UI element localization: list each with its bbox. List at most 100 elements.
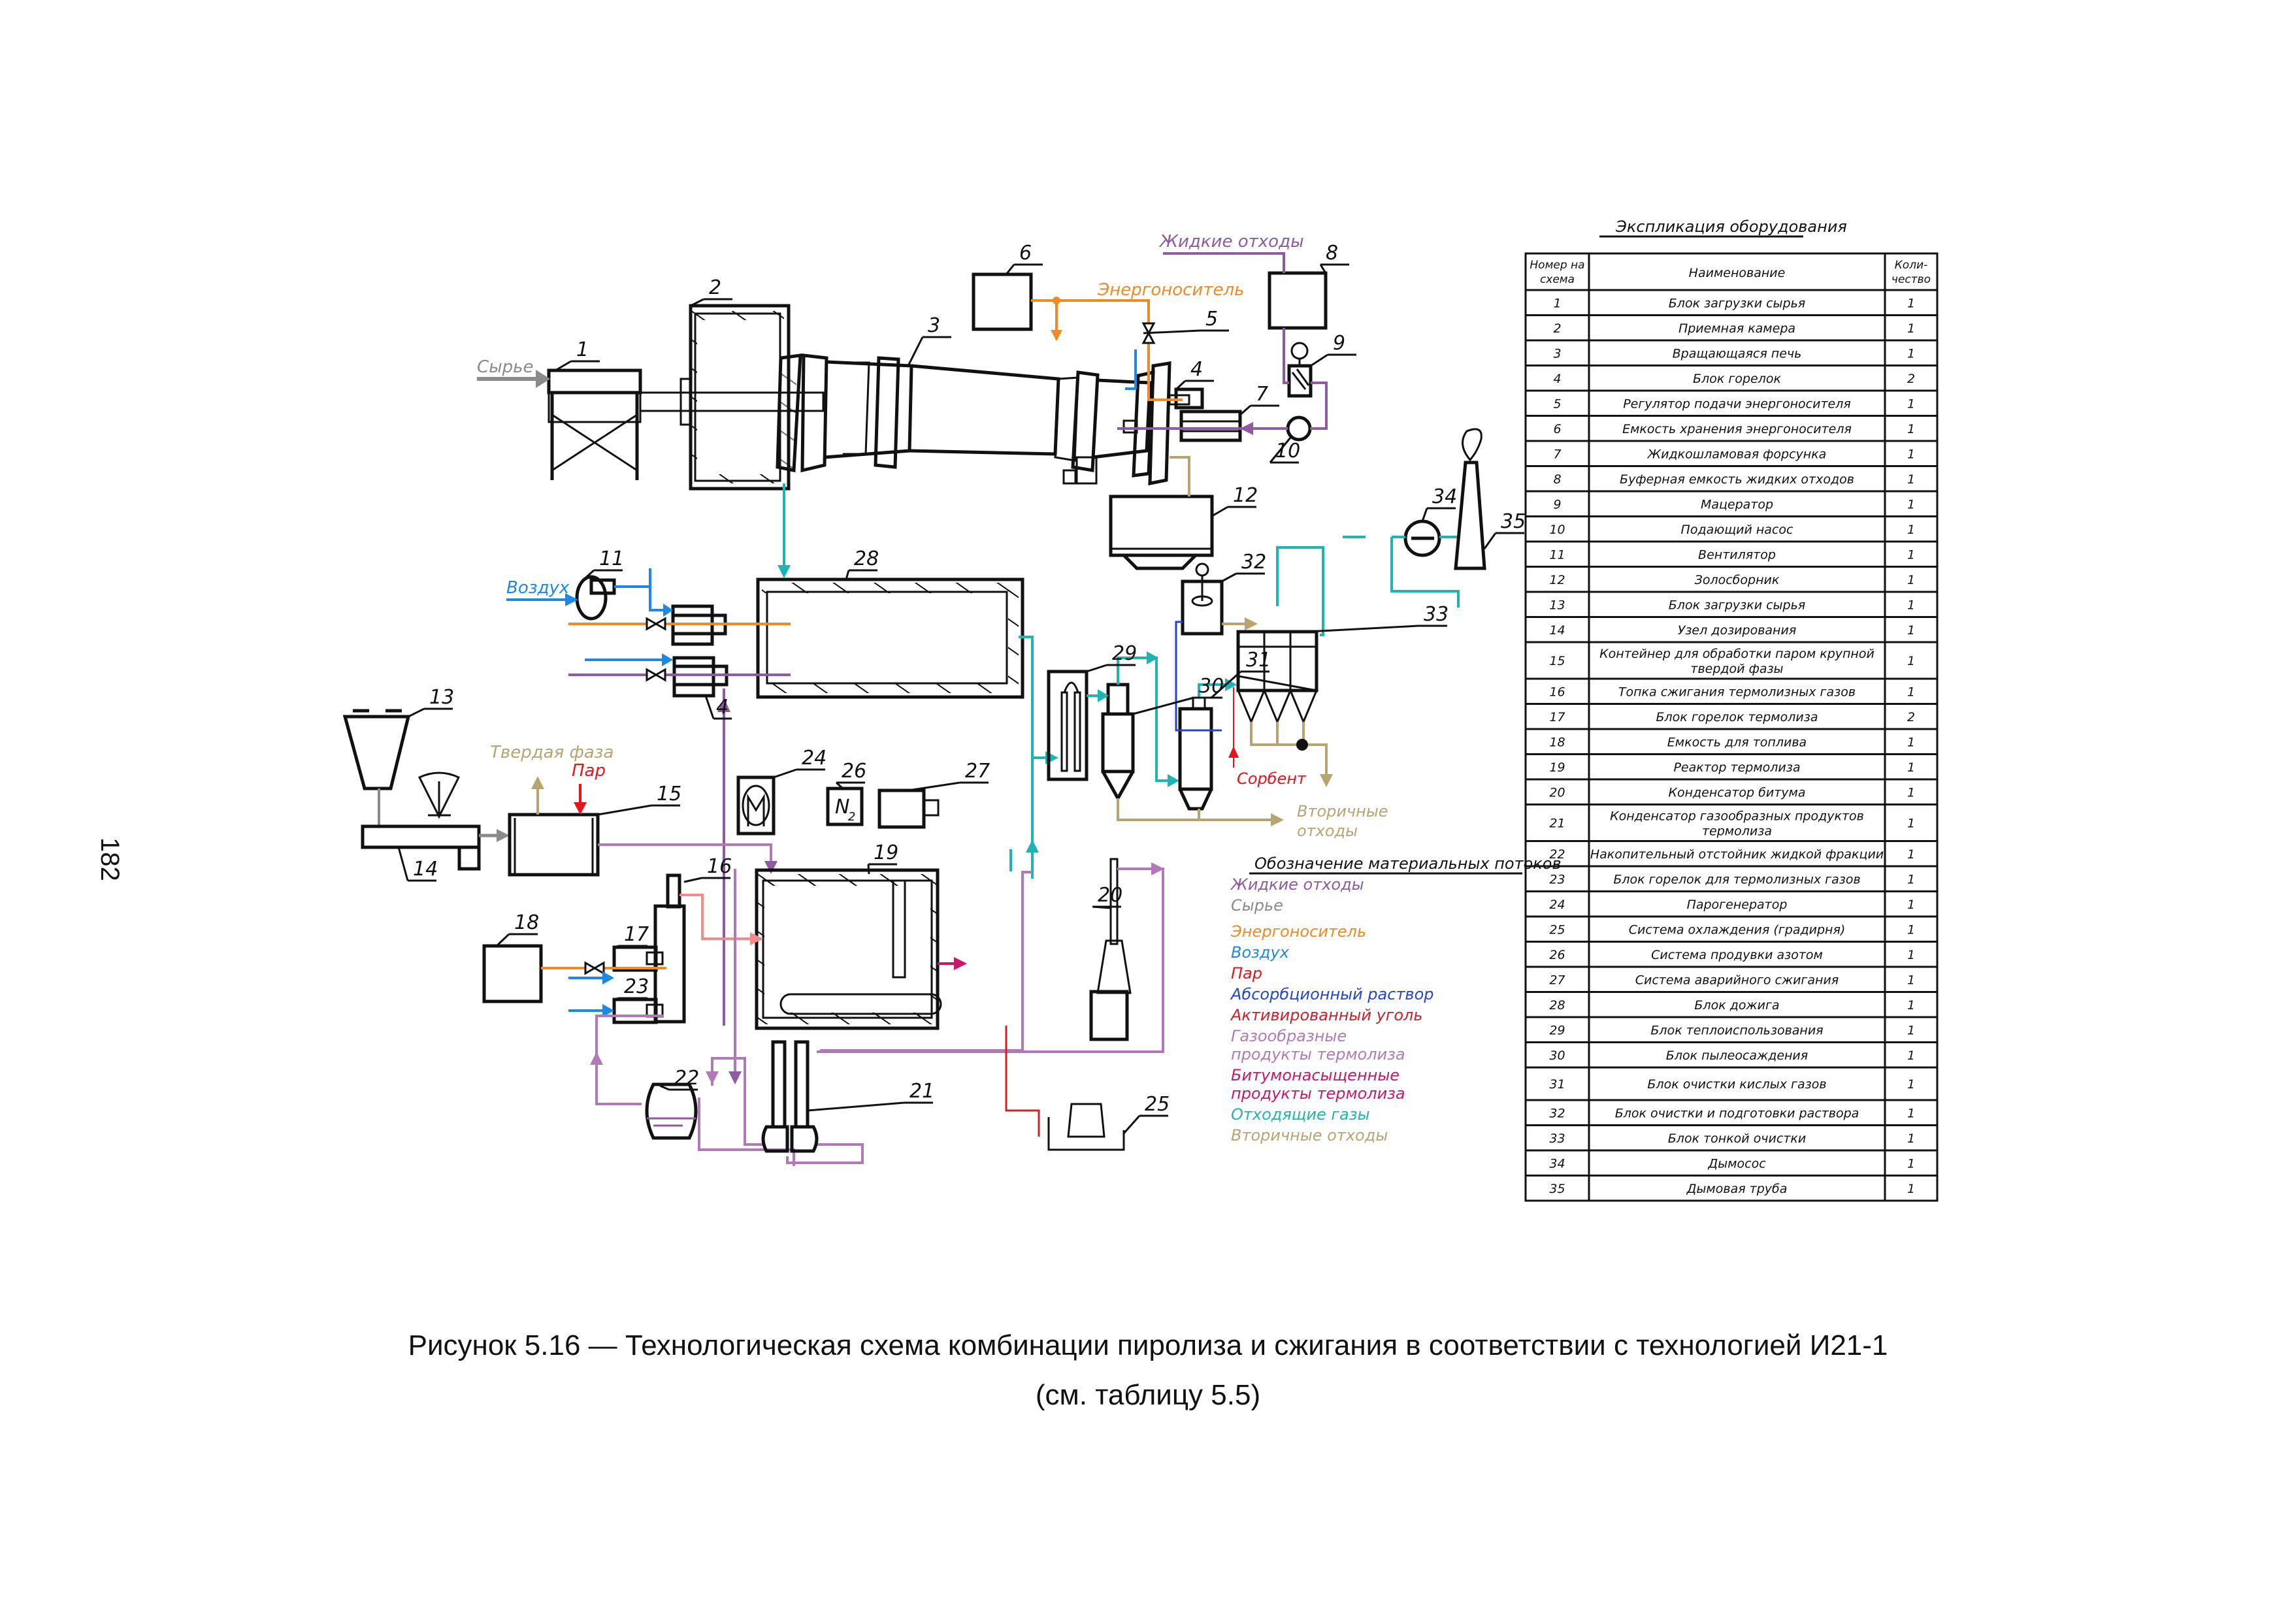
- svg-text:Подающий насос: Подающий насос: [1681, 523, 1793, 537]
- svg-text:7: 7: [1256, 383, 1268, 406]
- svg-text:1: 1: [1907, 922, 1915, 937]
- legend-item: Пар: [1231, 964, 1262, 983]
- svg-text:1: 1: [1907, 817, 1915, 831]
- svg-text:продукты термолиза: продукты термолиза: [1231, 1084, 1405, 1103]
- svg-text:31: 31: [1246, 649, 1271, 672]
- unit-6-energy-storage: [972, 272, 1033, 331]
- svg-text:1: 1: [1907, 623, 1915, 638]
- svg-text:схема: схема: [1540, 273, 1575, 286]
- legend-item: Активированный уголь: [1230, 1006, 1423, 1024]
- unit-23-gas-burners: [612, 998, 664, 1024]
- svg-text:1: 1: [1907, 1106, 1915, 1120]
- svg-text:26: 26: [1549, 948, 1565, 962]
- svg-text:1: 1: [1907, 1182, 1915, 1196]
- callout-27: 27: [908, 760, 990, 792]
- unit-30-dust-separator: [1101, 683, 1135, 802]
- unit-31-acid-gas-cleaning: [1178, 696, 1213, 811]
- svg-text:6: 6: [1553, 422, 1561, 436]
- svg-text:32: 32: [1549, 1106, 1565, 1120]
- unit-16-gas-furnace: [653, 873, 686, 1024]
- svg-text:13: 13: [429, 686, 454, 709]
- svg-text:34: 34: [1549, 1156, 1565, 1171]
- legend-item: Воздух: [1231, 943, 1290, 962]
- svg-text:33: 33: [1549, 1131, 1565, 1146]
- svg-text:2: 2: [1907, 372, 1915, 386]
- svg-text:19: 19: [1549, 760, 1565, 775]
- svg-text:твердой фазы: твердой фазы: [1690, 662, 1783, 676]
- svg-text:Емкость хранения энергоносител: Емкость хранения энергоносителя: [1622, 422, 1852, 436]
- callout-10: 10: [1269, 437, 1300, 464]
- svg-text:N: N: [835, 796, 849, 819]
- svg-text:Номер на: Номер на: [1530, 259, 1584, 272]
- svg-text:Вторичные отходы: Вторичные отходы: [1231, 1126, 1388, 1145]
- unit-15-steam-container: [508, 813, 600, 877]
- svg-text:Дымосос: Дымосос: [1707, 1156, 1766, 1171]
- svg-text:23: 23: [624, 975, 649, 998]
- svg-text:2: 2: [848, 810, 855, 824]
- svg-text:1: 1: [1907, 785, 1915, 800]
- svg-text:11: 11: [1549, 547, 1565, 562]
- svg-text:Сырье: Сырье: [1231, 896, 1283, 915]
- svg-text:1: 1: [1907, 735, 1915, 749]
- label-steam: Пар: [572, 761, 606, 781]
- svg-text:19: 19: [874, 841, 898, 864]
- svg-text:17: 17: [624, 923, 649, 946]
- svg-text:Наименование: Наименование: [1689, 266, 1786, 280]
- svg-text:Система охлаждения (градирня): Система охлаждения (градирня): [1629, 922, 1846, 937]
- svg-text:5: 5: [1205, 308, 1218, 331]
- callout-34: 34: [1421, 485, 1457, 522]
- svg-text:1: 1: [1907, 1156, 1915, 1171]
- svg-text:Узел дозирования: Узел дозирования: [1678, 623, 1797, 638]
- callout-28: 28: [845, 547, 879, 580]
- legend-item: Отходящие газы: [1231, 1105, 1369, 1124]
- svg-text:25: 25: [1145, 1093, 1170, 1116]
- legend-item: Вторичные отходы: [1231, 1126, 1388, 1145]
- svg-text:Вентилятор: Вентилятор: [1698, 547, 1776, 562]
- svg-text:27: 27: [965, 760, 990, 783]
- callout-18: 18: [495, 911, 539, 947]
- label-air: Воздух: [506, 578, 570, 598]
- unit-2-receiving-chamber: [679, 304, 791, 491]
- svg-text:Мацератор: Мацератор: [1701, 497, 1773, 512]
- svg-text:1: 1: [1907, 447, 1915, 461]
- callout-11: 11: [580, 547, 624, 583]
- unit-34-smoke-exhauster: [1403, 519, 1441, 557]
- unit-28-afterburner: [756, 577, 1024, 699]
- svg-text:15: 15: [1549, 654, 1565, 668]
- svg-text:14: 14: [413, 858, 438, 881]
- svg-text:31: 31: [1549, 1077, 1565, 1092]
- label-secondary-waste-1: Вторичные: [1297, 802, 1388, 820]
- svg-text:Вращающаяся печь: Вращающаяся печь: [1673, 346, 1802, 361]
- callout-6: 6: [1005, 242, 1043, 275]
- callout-35: 35: [1483, 510, 1526, 549]
- unit-22-liquid-accumulator: [645, 1082, 698, 1140]
- table-row: 34 Дымосос 1: [1524, 1149, 1939, 1177]
- svg-text:4: 4: [716, 696, 729, 719]
- callout-1: 1: [555, 338, 600, 372]
- callout-23: 23: [614, 975, 649, 1001]
- svg-text:1: 1: [1907, 296, 1915, 310]
- unit-10-feed-pump: [1286, 415, 1312, 442]
- unit-33-fine-cleaning: [1236, 630, 1318, 724]
- label-energy-carrier: Энергоноситель: [1097, 280, 1244, 300]
- svg-text:1: 1: [1907, 948, 1915, 962]
- svg-text:Жидкие отходы: Жидкие отходы: [1230, 875, 1364, 894]
- svg-text:Отходящие газы: Отходящие газы: [1231, 1105, 1369, 1124]
- svg-text:Активированный уголь: Активированный уголь: [1230, 1006, 1423, 1024]
